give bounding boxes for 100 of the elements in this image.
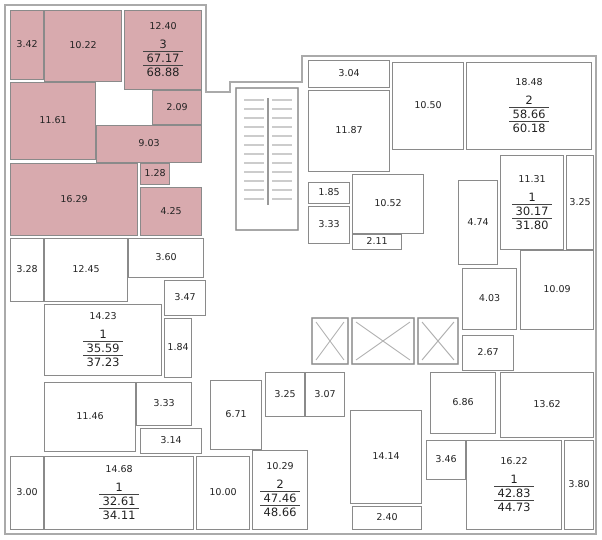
room-area: 2.09 <box>166 102 188 114</box>
room-area: 3.46 <box>435 454 457 466</box>
living-area: 42.83 <box>494 486 534 500</box>
room-outline <box>44 238 128 302</box>
room-outline <box>44 304 162 376</box>
room-outline <box>308 90 390 172</box>
room-count: 1 <box>114 481 124 494</box>
living-area: 32.61 <box>98 494 140 508</box>
room-outline <box>44 10 122 82</box>
total-area: 31.80 <box>512 218 552 232</box>
room-area: 10.29 <box>266 461 294 473</box>
room-area: 16.29 <box>60 194 88 206</box>
room-outline <box>308 182 350 204</box>
room-count: 2 <box>275 478 285 491</box>
living-area: 30.17 <box>512 204 552 218</box>
total-area: 48.66 <box>260 505 300 519</box>
room-area: 4.74 <box>467 216 489 228</box>
room-area: 18.48 <box>515 77 543 89</box>
room-area: 14.68 <box>105 464 133 476</box>
room-area: 1.28 <box>144 168 166 180</box>
room-outline <box>462 335 514 371</box>
room-outline <box>350 410 422 504</box>
room-outline <box>500 372 594 438</box>
room-area: 2.67 <box>477 347 499 359</box>
living-area: 58.66 <box>508 107 550 121</box>
room-outline <box>44 382 136 452</box>
room-outline <box>352 234 402 250</box>
room-outline <box>96 125 202 163</box>
room-area: 3.07 <box>314 388 336 400</box>
room-outline <box>10 238 44 302</box>
room-outline <box>566 155 594 250</box>
room-area: 16.22 <box>500 456 528 468</box>
room-area: 14.23 <box>89 311 117 323</box>
total-area: 44.73 <box>494 500 534 514</box>
room-outline <box>466 62 592 150</box>
total-area: 60.18 <box>508 121 550 135</box>
living-area: 35.59 <box>82 341 124 355</box>
room-area: 3.60 <box>155 252 177 264</box>
room-area: 10.22 <box>69 40 97 52</box>
total-area: 34.11 <box>98 508 140 522</box>
room-outline <box>305 372 345 417</box>
room-area: 3.25 <box>569 196 591 208</box>
total-area: 37.23 <box>82 355 124 369</box>
room-outline <box>10 10 44 80</box>
room-area: 3.25 <box>274 388 296 400</box>
room-outline <box>196 456 250 530</box>
room-area: 4.03 <box>478 293 500 305</box>
room-outline <box>10 163 138 236</box>
room-area: 3.33 <box>318 219 340 231</box>
room-count: 1 <box>527 190 537 204</box>
room-outline <box>152 90 202 125</box>
room-outline <box>564 440 594 530</box>
room-area: 1.84 <box>167 342 189 354</box>
room-outline <box>210 380 262 450</box>
room-outline <box>10 456 44 530</box>
room-area: 3.28 <box>16 264 38 276</box>
room-outline <box>500 155 564 250</box>
room-outline <box>164 318 192 378</box>
room-area: 3.00 <box>16 487 38 499</box>
room-outline <box>352 506 422 530</box>
room-area: 11.46 <box>76 411 104 423</box>
room-outline <box>426 440 466 480</box>
room-area: 10.52 <box>374 198 402 210</box>
room-outline <box>136 382 192 426</box>
room-count: 1 <box>98 328 108 341</box>
room-outline <box>308 206 350 244</box>
room-outline <box>10 82 96 160</box>
room-area: 12.40 <box>149 21 177 33</box>
room-area: 12.45 <box>72 264 100 276</box>
room-area: 6.86 <box>452 397 474 409</box>
room-area: 11.31 <box>518 174 546 186</box>
room-outline <box>462 268 517 330</box>
room-area: 10.09 <box>543 284 571 296</box>
room-count: 3 <box>158 38 168 51</box>
room-area: 14.14 <box>372 451 400 463</box>
room-outline <box>140 187 202 236</box>
room-area: 11.61 <box>39 115 67 127</box>
room-area: 6.71 <box>225 409 247 421</box>
living-area: 67.17 <box>142 51 184 65</box>
room-area: 3.42 <box>16 39 38 51</box>
room-outline <box>252 450 308 530</box>
room-area: 2.11 <box>366 236 388 248</box>
room-outline <box>124 10 202 90</box>
room-count: 1 <box>509 473 519 486</box>
room-outline <box>265 372 305 417</box>
room-outline <box>520 250 594 330</box>
room-area: 3.14 <box>160 435 182 447</box>
room-area: 9.03 <box>138 138 160 150</box>
room-area: 2.40 <box>376 512 398 524</box>
room-outline <box>352 174 424 234</box>
room-area: 3.47 <box>174 292 196 304</box>
room-area: 11.87 <box>335 125 363 137</box>
room-outline <box>392 62 464 150</box>
room-outline <box>128 238 204 278</box>
room-area: 10.50 <box>414 100 442 112</box>
room-area: 10.00 <box>209 487 237 499</box>
room-outline <box>308 60 390 88</box>
room-outline <box>430 372 496 434</box>
room-area: 3.33 <box>153 398 175 410</box>
room-area: 3.80 <box>568 479 590 491</box>
